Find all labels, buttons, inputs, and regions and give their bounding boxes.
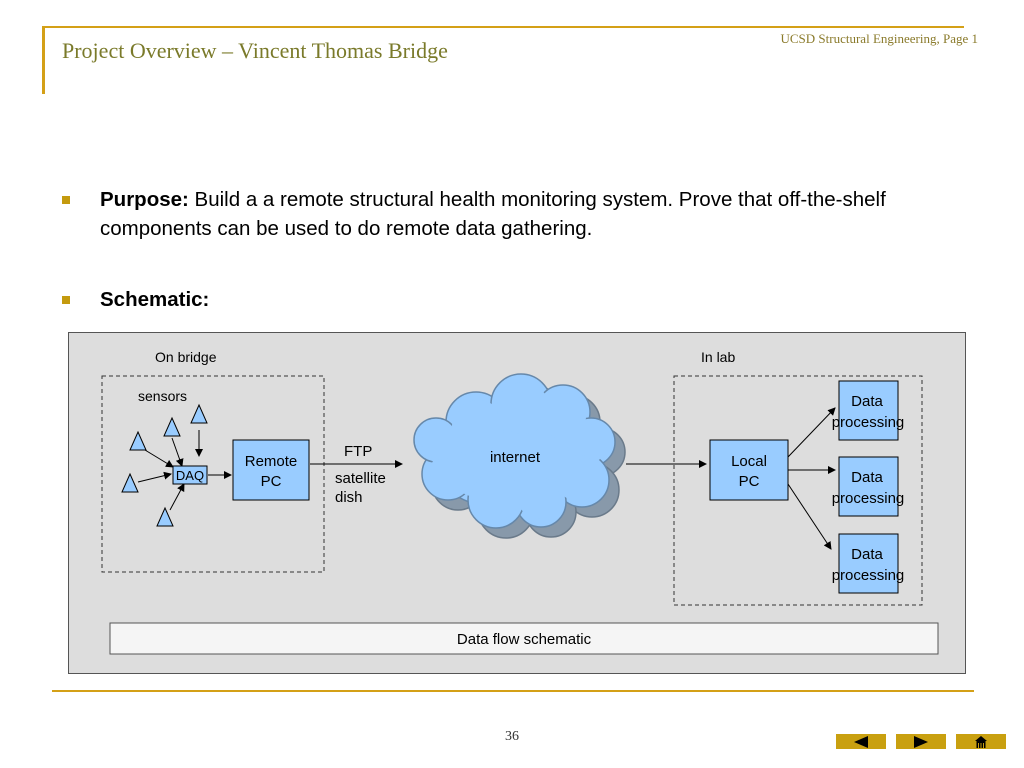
bullet-schematic: Schematic:	[100, 285, 960, 314]
sensor-arrow	[171, 437, 184, 467]
local-pc-label-line1: Local	[731, 453, 767, 470]
cloud-fill	[422, 382, 607, 520]
sensor-icon	[156, 506, 174, 527]
bullet-purpose-text: Build a a remote structural health monit…	[100, 188, 886, 240]
bullet-schematic-label: Schematic:	[100, 288, 210, 311]
frame-top-rule	[42, 26, 964, 28]
data-processing-line2: processing	[832, 414, 905, 431]
diagram-caption: Data flow schematic	[457, 631, 592, 648]
frame-left-rule	[42, 26, 45, 94]
sensor-icon	[163, 416, 181, 437]
slide-title: Project Overview – Vincent Thomas Bridge	[62, 38, 448, 63]
data-flow-diagram: On bridge In lab sensors DAQ Remote PC F…	[68, 332, 966, 674]
header-page-label: UCSD Structural Engineering, Page 1	[780, 31, 979, 46]
data-processing-line2: processing	[832, 490, 905, 507]
remote-pc-label-line1: Remote	[245, 453, 298, 470]
sensor-arrow	[144, 449, 174, 468]
bullet-purpose-label: Purpose:	[100, 188, 189, 211]
bridge-region	[101, 375, 325, 573]
sensors-label: sensors	[138, 388, 187, 404]
daq-label: DAQ	[176, 468, 204, 483]
prev-slide-button[interactable]	[836, 734, 886, 749]
data-processing-box	[838, 456, 899, 517]
data-processing-box	[838, 533, 899, 594]
data-processing-line1: Data	[851, 393, 883, 410]
triangle-right-icon	[914, 735, 928, 748]
internet-label: internet	[490, 449, 541, 466]
sensor-arrow	[137, 471, 172, 483]
data-processing-line2: processing	[832, 567, 905, 584]
triangle-left-icon	[854, 735, 868, 748]
sensor-icon	[129, 430, 147, 451]
local-to-processing-arrow	[787, 407, 836, 458]
caption-box	[109, 622, 939, 655]
ftp-label: FTP	[344, 443, 372, 460]
local-pc-label-line2: PC	[739, 473, 760, 490]
remote-pc-label-line2: PC	[261, 473, 282, 490]
satellite-label-line2: dish	[335, 489, 363, 506]
sensor-icon	[121, 472, 139, 493]
home-icon	[975, 735, 987, 748]
bullet-purpose: Purpose: Build a a remote structural hea…	[100, 185, 960, 243]
footer-rule	[52, 690, 974, 692]
data-processing-line1: Data	[851, 469, 883, 486]
next-slide-button[interactable]	[896, 734, 946, 749]
remote-pc-box	[232, 439, 310, 501]
daq-box	[172, 465, 208, 485]
data-processing-box	[838, 380, 899, 441]
data-processing-line1: Data	[851, 546, 883, 563]
local-to-processing-arrow	[787, 483, 832, 550]
page-number: 36	[505, 729, 519, 744]
satellite-label-line1: satellite	[335, 470, 386, 487]
bullet-marker-purpose	[62, 196, 70, 204]
local-pc-box	[709, 439, 789, 501]
in-lab-label: In lab	[701, 349, 735, 365]
home-button[interactable]	[956, 734, 1006, 749]
on-bridge-label: On bridge	[155, 349, 217, 365]
sensor-arrow	[169, 483, 185, 511]
sensor-icon	[190, 403, 208, 424]
bullet-marker-schematic	[62, 296, 70, 304]
